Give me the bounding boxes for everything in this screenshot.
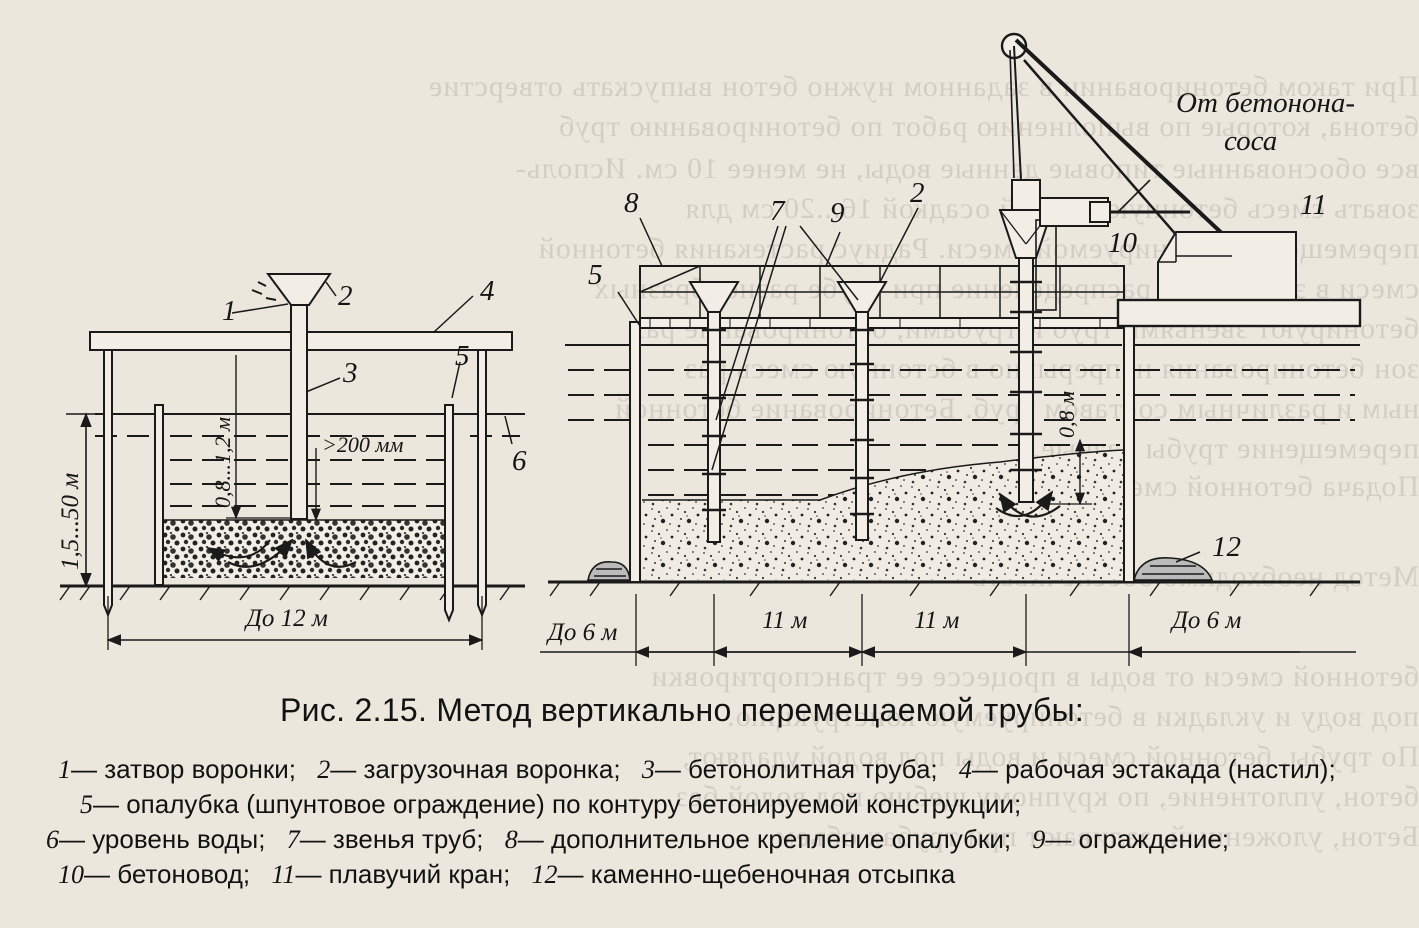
legend-line: 10— бетоновод; 11— плавучий кран; 12— ка…	[58, 857, 1388, 892]
left-label-1: 1	[222, 295, 237, 327]
legend-item-7: 7— звенья труб;	[286, 824, 484, 854]
left-label-6: 6	[512, 445, 527, 477]
right-label-7: 7	[770, 195, 786, 227]
legend-item-5: 5— опалубка (шпунтовое ограждение) по ко…	[80, 789, 1022, 819]
right-label-10: 10	[1108, 227, 1138, 259]
right-dimension-d: До 6 м	[1170, 607, 1241, 634]
left-gap-dimension: >200 мм	[322, 432, 403, 457]
left-label-5: 5	[455, 340, 470, 372]
left-label-3: 3	[342, 357, 358, 389]
right-section	[540, 32, 1362, 666]
right-dimension-c: 11 м	[914, 607, 959, 634]
figure-caption: Рис. 2.15. Метод вертикально перемещаемо…	[280, 692, 1085, 728]
legend-line: 1— затвор воронки; 2— загрузочная воронк…	[58, 752, 1388, 787]
legend-item-1: 1— затвор воронки;	[58, 754, 296, 784]
right-dimension-a: До 6 м	[546, 619, 617, 646]
right-label-5: 5	[588, 259, 603, 291]
left-immersion-dimension: 0,8...1,2 м	[210, 417, 235, 508]
legend-item-8: 8— дополнительное крепление опалубки;	[504, 824, 1012, 854]
method-diagram: 1 2 3 4 5 6 1,5...50 м 0,8...1,2 м >200 …	[57, 32, 1362, 666]
legend-item-6: 6— уровень воды;	[46, 824, 266, 854]
right-label-8: 8	[624, 187, 639, 219]
legend-item-9: 9— ограждение;	[1032, 824, 1230, 854]
right-label-12: 12	[1212, 531, 1241, 563]
left-width-dimension: До 12 м	[244, 605, 328, 632]
right-label-9: 9	[830, 197, 845, 229]
right-label-11: 11	[1300, 189, 1327, 221]
left-label-4: 4	[480, 275, 495, 307]
legend-item-11: 11— плавучий кран;	[271, 859, 511, 889]
figure-legend: 1— затвор воронки; 2— загрузочная воронк…	[46, 752, 1388, 892]
legend-item-3: 3— бетонолитная труба;	[641, 754, 938, 784]
right-dimension-b: 11 м	[762, 607, 807, 634]
legend-item-12: 12— каменно-щебеночная отсыпка	[531, 859, 956, 889]
legend-item-2: 2— загрузочная воронка;	[317, 754, 621, 784]
left-height-dimension: 1,5...50 м	[57, 473, 84, 570]
legend-line: 5— опалубка (шпунтовое ограждение) по ко…	[58, 787, 1388, 822]
legend-item-4: 4— рабочая эстакада (настил);	[958, 754, 1336, 784]
legend-line: 6— уровень воды; 7— звенья труб; 8— допо…	[46, 822, 1388, 857]
from-pump-line-2: соса	[1224, 125, 1277, 157]
legend-item-10: 10— бетоновод;	[58, 859, 251, 889]
from-pump-line-1: От бетонона-	[1176, 87, 1355, 119]
right-label-2: 2	[910, 177, 925, 209]
left-section	[59, 273, 525, 650]
left-label-2: 2	[338, 280, 353, 312]
right-immersion-dimension: 0,8 м	[1054, 391, 1079, 438]
